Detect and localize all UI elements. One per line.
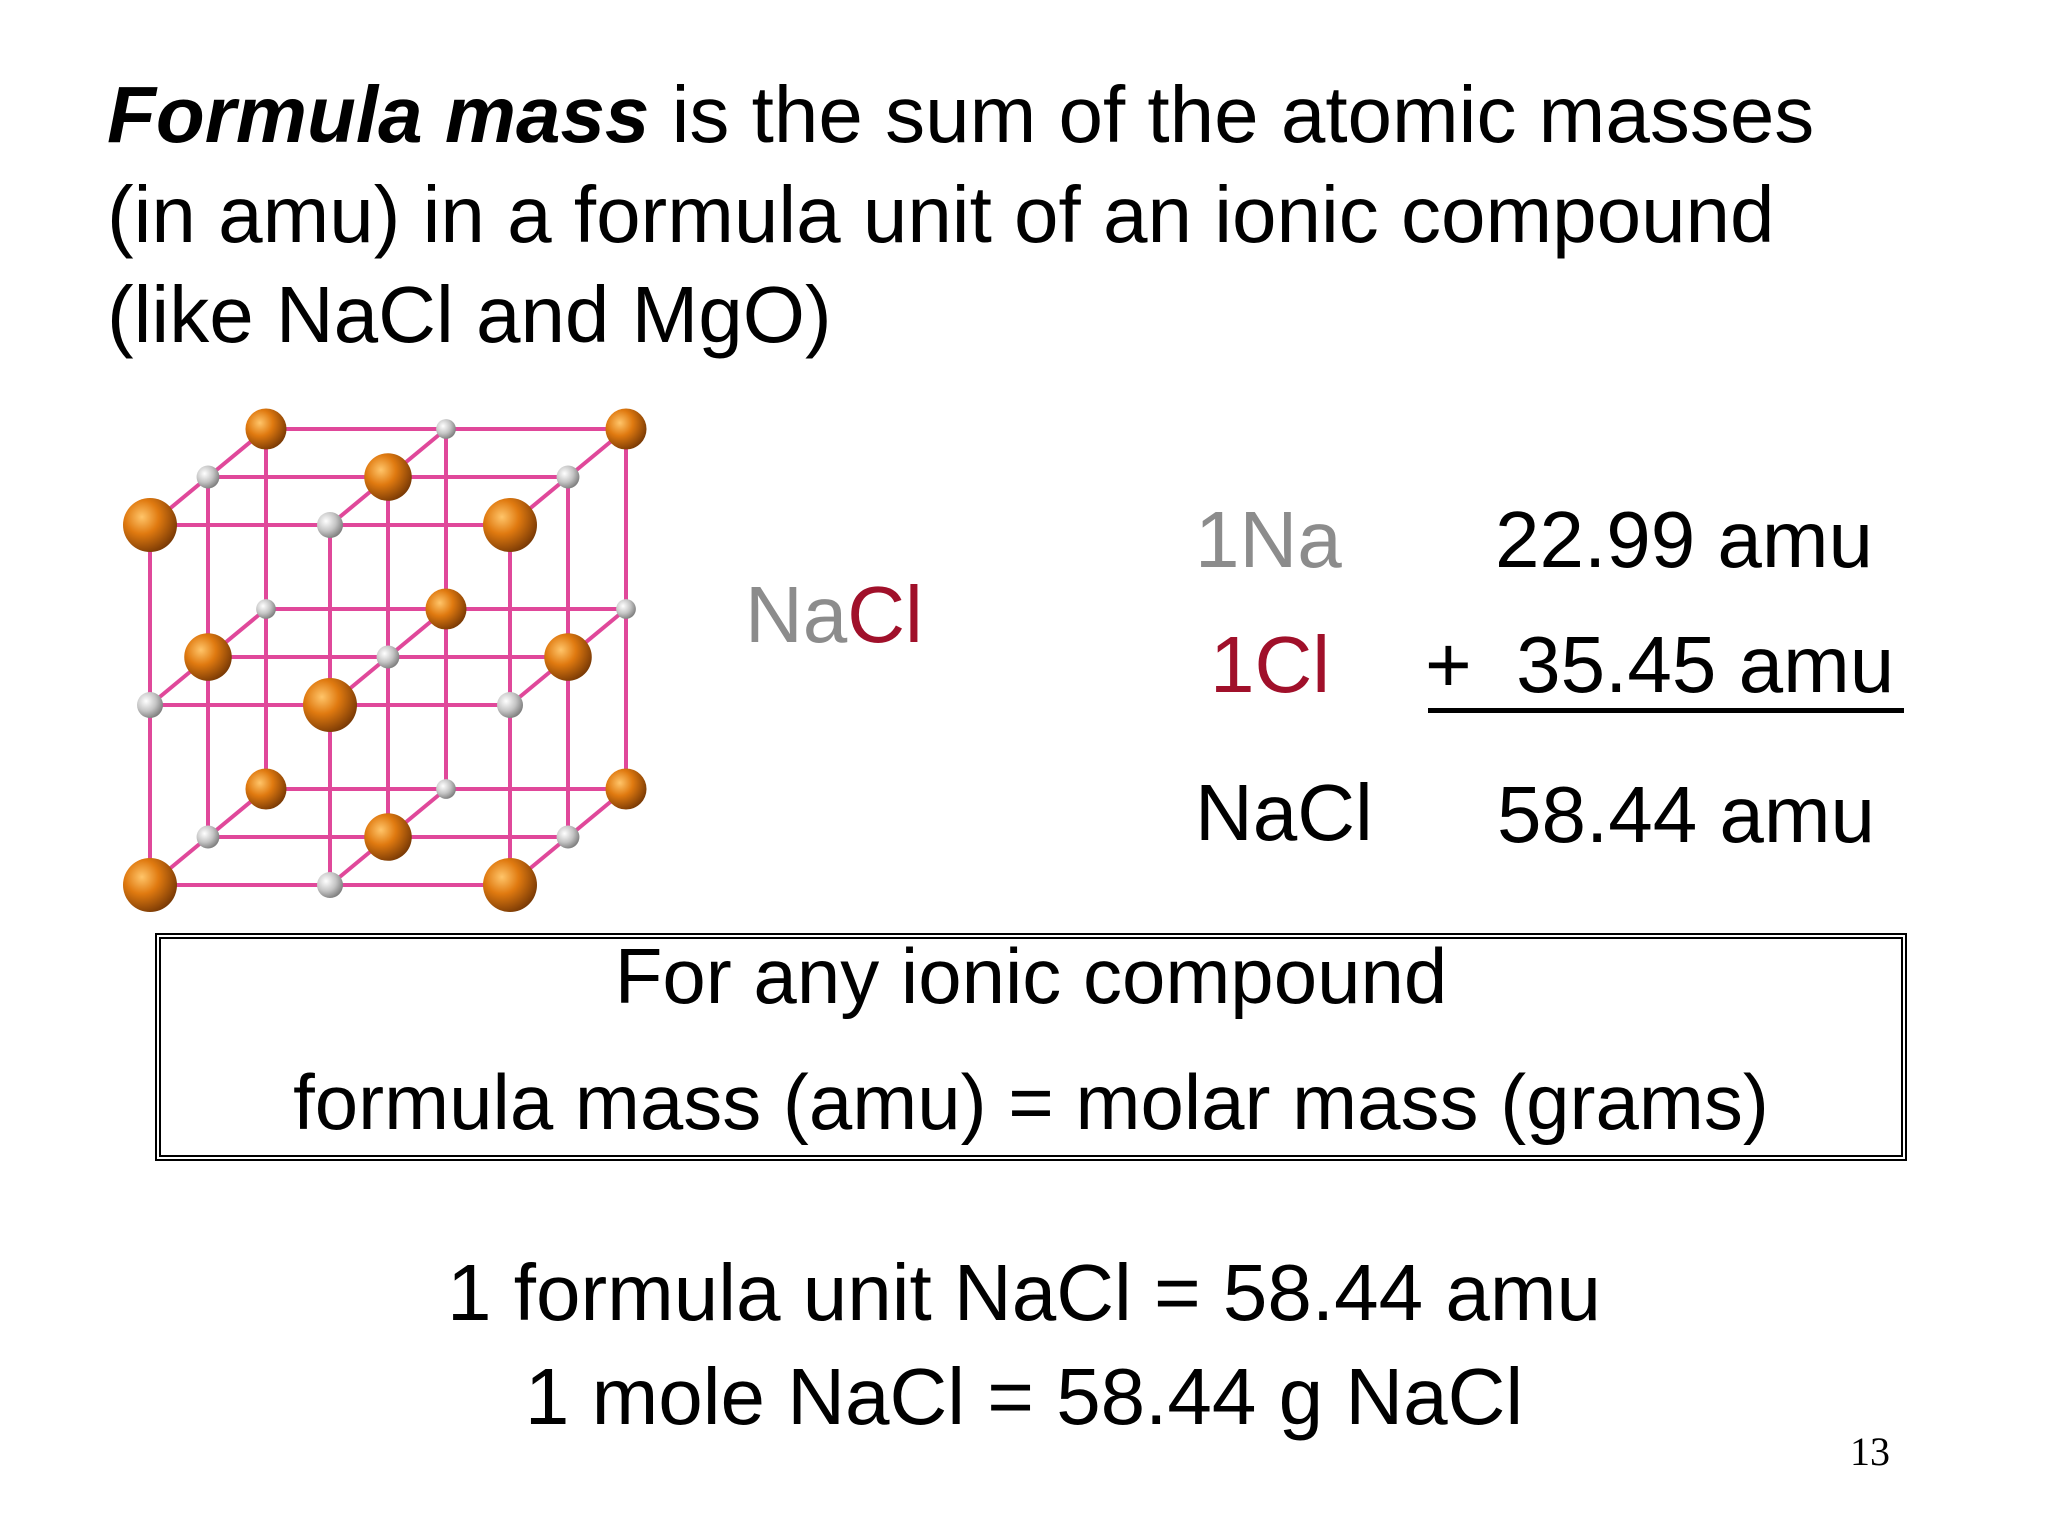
rule-box: For any ionic compound formula mass (amu… (155, 932, 1907, 1161)
calc-row-cl-value: + 35.45 amu (1425, 620, 1895, 709)
calc-row-na-value: 22.99 amu (1495, 495, 1874, 584)
large-ion (605, 768, 647, 810)
small-ion (317, 512, 343, 538)
heading-line-1-rest: is the sum of the atomic masses (649, 70, 1815, 159)
compound-label-cl: Cl (847, 570, 923, 659)
small-ion (616, 599, 636, 619)
large-ion (123, 498, 177, 552)
small-ion (137, 692, 163, 718)
large-ion (483, 858, 537, 912)
nacl-crystal-lattice-image (123, 408, 647, 912)
calc-row-cl-label: 1Cl (1210, 620, 1331, 709)
large-ion (483, 498, 537, 552)
large-ion (184, 633, 232, 681)
large-ion (364, 813, 412, 861)
equivalence-mole: 1 mole NaCl = 58.44 g NaCl (524, 1352, 1524, 1441)
small-ion (436, 419, 456, 439)
large-ion (364, 453, 412, 501)
heading-line-3: (like NaCl and MgO) (107, 270, 832, 359)
large-ion (605, 408, 647, 450)
page-number: 13 (1850, 1429, 1890, 1474)
equivalence-formula-unit: 1 formula unit NaCl = 58.44 amu (447, 1248, 1601, 1337)
calc-total-value: 58.44 amu (1497, 770, 1876, 859)
compound-label: NaCl (745, 570, 923, 660)
formula-mass-term: Formula mass (107, 70, 650, 159)
small-ion (556, 465, 580, 489)
rule-box-line-1: For any ionic compound (614, 932, 1448, 1020)
slide-heading: Formula mass is the sum of the atomic ma… (107, 65, 2007, 365)
small-ion (256, 599, 276, 619)
small-ion (436, 779, 456, 799)
large-ion (544, 633, 592, 681)
sum-underline (1428, 708, 1904, 713)
large-ion (303, 678, 357, 732)
small-ion (317, 872, 343, 898)
large-ion (425, 588, 467, 630)
calc-total-label: NaCl (1195, 768, 1373, 857)
compound-label-na: Na (745, 570, 848, 659)
large-ion (245, 408, 287, 450)
large-ion (245, 768, 287, 810)
heading-line-2: (in amu) in a formula unit of an ionic c… (107, 170, 1775, 259)
small-ion (556, 825, 580, 849)
lattice-ions (123, 408, 647, 912)
rule-box-line-2: formula mass (amu) = molar mass (grams) (293, 1058, 1769, 1146)
calc-row-na-label: 1Na (1195, 495, 1342, 584)
small-ion (196, 465, 220, 489)
heading-line-1: Formula mass is the sum of the atomic ma… (107, 65, 2007, 165)
small-ion (376, 645, 400, 669)
small-ion (497, 692, 523, 718)
large-ion (123, 858, 177, 912)
small-ion (196, 825, 220, 849)
